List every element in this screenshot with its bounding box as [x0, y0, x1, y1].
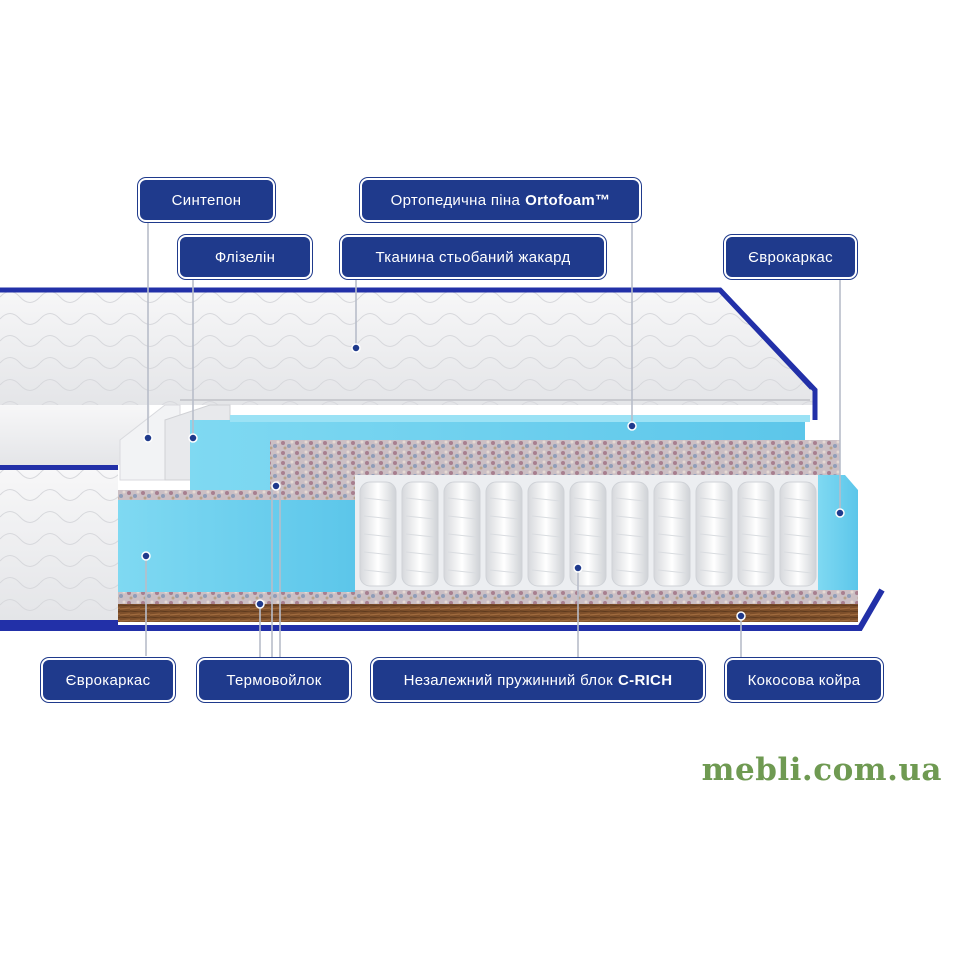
label-spring-block-text: Незалежний пружинний блок — [403, 671, 614, 689]
spring-coil-seam — [741, 515, 771, 520]
spring-coil-seam — [447, 569, 477, 574]
spring-coil — [401, 481, 439, 587]
label-ortofoam-text: Ортопедична піна — [390, 191, 521, 209]
spring-coil-seam — [783, 497, 813, 502]
label-kokosova-koira: Кокосова койра — [725, 658, 883, 702]
label-eurokarkas-left-text: Єврокаркас — [65, 671, 151, 689]
spring-coil-seam — [405, 551, 435, 556]
spring-coil-seam — [531, 551, 561, 556]
label-termovoilok-text: Термовойлок — [226, 671, 322, 689]
spring-coil-seam — [489, 533, 519, 538]
spring-coil-seam — [657, 497, 687, 502]
spring-coil-seam — [699, 497, 729, 502]
spring-coil — [569, 481, 607, 587]
kokosova-koira-layer — [0, 588, 885, 631]
spring-coil — [611, 481, 649, 587]
spring-coil-seam — [741, 551, 771, 556]
spring-coil-seam — [615, 569, 645, 574]
label-tkanyna-text: Тканина стьобаний жакард — [375, 248, 571, 266]
spring-coil-seam — [573, 515, 603, 520]
spring-coil-seam — [783, 569, 813, 574]
spring-coil-seam — [657, 515, 687, 520]
spring-coil-seam — [447, 551, 477, 556]
spring-coil — [359, 481, 397, 587]
label-sintepon-text: Синтепон — [171, 191, 242, 209]
spring-coil-seam — [699, 569, 729, 574]
spring-coil-seam — [489, 551, 519, 556]
spring-coil-seam — [573, 497, 603, 502]
label-flizelin: Флізелін — [178, 235, 312, 279]
label-kokosova-koira-text: Кокосова койра — [747, 671, 861, 689]
eurokarkas-right-block — [818, 475, 858, 590]
spring-coil-seam — [447, 515, 477, 520]
label-eurokarkas-right-text: Єврокаркас — [748, 248, 833, 266]
spring-coil-seam — [573, 551, 603, 556]
pocket-spring-block — [355, 475, 818, 590]
spring-coil-seam — [741, 533, 771, 538]
spring-coil-seam — [363, 533, 393, 538]
spring-coil-seam — [363, 497, 393, 502]
spring-coil-seam — [489, 569, 519, 574]
spring-coil — [737, 481, 775, 587]
spring-coil-seam — [405, 497, 435, 502]
spring-coil — [779, 481, 817, 587]
mattress-side-panel — [0, 462, 118, 628]
spring-coil — [527, 481, 565, 587]
spring-coil-seam — [405, 515, 435, 520]
spring-coil-seam — [657, 569, 687, 574]
spring-coil-seam — [489, 515, 519, 520]
termovoilok-layer — [118, 440, 858, 604]
spring-coil-seam — [615, 533, 645, 538]
ortofoam-layer — [190, 415, 810, 490]
spring-coil-seam — [615, 515, 645, 520]
spring-coil — [695, 481, 733, 587]
spring-coil-seam — [531, 533, 561, 538]
spring-coil-seam — [741, 569, 771, 574]
spring-coil-seam — [447, 533, 477, 538]
spring-coil-seam — [363, 515, 393, 520]
spring-coil-seam — [363, 569, 393, 574]
label-termovoilok: Термовойлок — [197, 658, 351, 702]
mattress-right-piping — [718, 288, 818, 420]
spring-coil-seam — [405, 533, 435, 538]
spring-coil-seam — [783, 551, 813, 556]
label-ortofoam-brand: Ortofoam™ — [525, 191, 611, 209]
spring-coil-seam — [657, 551, 687, 556]
spring-coil-seam — [699, 551, 729, 556]
leader-dots — [141, 343, 845, 621]
label-sintepon: Синтепон — [138, 178, 275, 222]
label-tkanyna: Тканина стьобаний жакард — [340, 235, 606, 279]
spring-coil — [653, 481, 691, 587]
spring-coil — [443, 481, 481, 587]
spring-coil-seam — [657, 533, 687, 538]
spring-coil-seam — [405, 569, 435, 574]
jacquard-top-cover — [0, 287, 815, 465]
spring-coil-seam — [531, 569, 561, 574]
spring-coil — [485, 481, 523, 587]
spring-coil-seam — [363, 551, 393, 556]
leader-lines — [145, 222, 841, 658]
label-flizelin-text: Флізелін — [214, 248, 276, 266]
spring-coil-seam — [741, 497, 771, 502]
label-eurokarkas-left: Єврокаркас — [41, 658, 175, 702]
spring-coil-seam — [783, 515, 813, 520]
spring-coil-seam — [531, 515, 561, 520]
spring-coil-seam — [531, 497, 561, 502]
spring-coil-seam — [573, 533, 603, 538]
spring-coil-seam — [783, 533, 813, 538]
eurokarkas-left-block — [118, 500, 355, 592]
spring-coil-seam — [489, 497, 519, 502]
watermark-site: mebli.com.ua — [701, 752, 942, 788]
spring-coil-seam — [447, 497, 477, 502]
spring-coil-seam — [699, 515, 729, 520]
spring-coil-seam — [699, 533, 729, 538]
spring-coil-seam — [615, 551, 645, 556]
label-spring-block-brand: C-RICH — [618, 671, 673, 689]
label-eurokarkas-right: Єврокаркас — [724, 235, 857, 279]
spring-coil-seam — [615, 497, 645, 502]
